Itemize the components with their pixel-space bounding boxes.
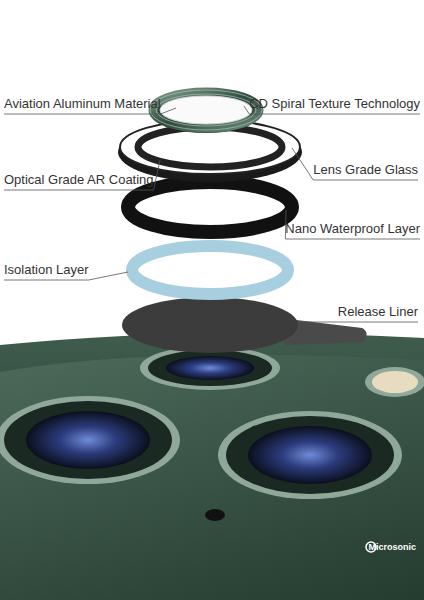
part-label: Isolation Layer <box>4 262 89 278</box>
part-label: Nano Waterproof Layer <box>285 221 420 237</box>
release-liner <box>122 297 298 353</box>
waterproof-layer <box>128 182 292 232</box>
leader-line <box>292 148 418 180</box>
leader-line <box>285 210 420 239</box>
glass-rim <box>138 127 282 167</box>
phone-back <box>0 333 424 600</box>
leader-line <box>298 322 418 323</box>
aluminum-ring <box>153 92 259 128</box>
leader-line <box>4 160 160 190</box>
camera-lens <box>0 396 180 484</box>
part-label: CD Spiral Texture Technology <box>249 96 420 112</box>
part-label: Release Liner <box>338 304 418 320</box>
part-label: Aviation Aluminum Material <box>4 96 161 112</box>
watermark: Microsonic <box>368 541 416 553</box>
spiral-texture <box>156 94 256 126</box>
spiral-texture <box>150 90 262 130</box>
part-label: Optical Grade AR Coating <box>4 172 154 188</box>
ring-glass <box>160 96 252 124</box>
flash <box>365 367 424 397</box>
part-label: Lens Grade Glass <box>313 162 418 178</box>
isolation-layer <box>132 246 288 294</box>
camera-lens <box>218 411 402 499</box>
microphone <box>205 509 225 521</box>
